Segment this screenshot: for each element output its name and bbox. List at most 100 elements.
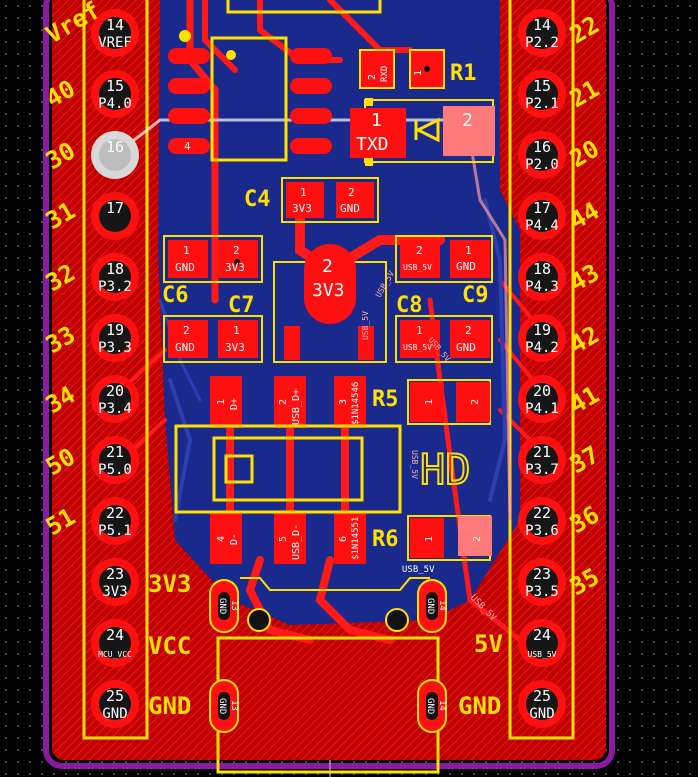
- left-pin-number: 25: [106, 687, 124, 705]
- c9-capacitor[interactable]: 1 GND 2 GND C9: [450, 244, 490, 358]
- hd-label: HD: [420, 445, 471, 494]
- left-pin-16[interactable]: 16: [91, 131, 139, 179]
- svg-text:D+: D+: [229, 398, 240, 410]
- c4-refdes: C4: [244, 187, 271, 212]
- svg-text:1: 1: [424, 536, 435, 542]
- left-pin-number: 17: [106, 199, 124, 217]
- left-pin-net: 3V3: [102, 584, 127, 600]
- svg-text:2: 2: [233, 244, 240, 257]
- led-pad-2-highlight[interactable]: [443, 106, 495, 156]
- right-pin-net: P3.5: [525, 584, 559, 600]
- top-component-silk: [226, 0, 382, 14]
- highlight-trace[interactable]: [468, 139, 512, 521]
- c8-capacitor[interactable]: 2 USB_5V 1 USB_5V C8: [395, 235, 493, 363]
- ic-pad-4[interactable]: [168, 138, 210, 154]
- svg-text:1: 1: [416, 324, 423, 337]
- right-pin-number: 17: [533, 199, 551, 217]
- c8-refdes: C8: [396, 293, 423, 318]
- right-pin-net: GND: [529, 706, 554, 722]
- regulator[interactable]: 2 3V3: [273, 244, 387, 363]
- right-pin-number: 14: [533, 16, 551, 34]
- ic-silk-outline: [210, 36, 288, 162]
- r6-resistor[interactable]: 1 2 USB_5V R6: [372, 515, 492, 575]
- svg-text:13: 13: [229, 700, 239, 711]
- svg-text:USB_5V: USB_5V: [403, 343, 432, 352]
- usb-switch[interactable]: 1 D+ 2 USB_D+ 3 $1N14546 4 D- 5 USB_D- 6…: [210, 376, 366, 564]
- r6-refdes: R6: [372, 527, 399, 552]
- r1-refdes: R1: [450, 61, 477, 86]
- c4-capacitor[interactable]: 1 3V3 2 GND C4: [244, 177, 379, 223]
- right-pin-net: P2.2: [525, 35, 559, 51]
- left-pin-net: P4.0: [98, 96, 132, 112]
- left-pin-number: 22: [106, 504, 124, 522]
- led-txd[interactable]: 1 TXD 2: [350, 98, 495, 166]
- svg-text:1: 1: [371, 110, 382, 131]
- c7-refdes: C7: [228, 293, 255, 318]
- svg-text:USB_5V: USB_5V: [410, 450, 419, 479]
- right-pin-number: 23: [533, 565, 551, 583]
- svg-text:GND: GND: [456, 341, 476, 354]
- svg-text:2: 2: [462, 110, 473, 131]
- silk-gnd-left: GND: [148, 692, 191, 720]
- left-pin-net: GND: [102, 706, 127, 722]
- r5-resistor[interactable]: 1 2 R5: [372, 379, 491, 425]
- silk-5v: 5V: [474, 630, 503, 658]
- right-pin-net: P4.2: [525, 340, 559, 356]
- svg-text:3V3: 3V3: [225, 261, 245, 274]
- svg-text:USB_5V: USB_5V: [402, 565, 435, 575]
- svg-text:2: 2: [470, 399, 481, 405]
- svg-text:4: 4: [216, 536, 227, 542]
- right-pin-net: P4.3: [525, 279, 559, 295]
- right-pin-net: P3.6: [525, 523, 559, 539]
- right-pin-number: 20: [533, 382, 551, 400]
- left-pin-net: P3.4: [98, 401, 132, 417]
- ic-pin4-label: 4: [184, 140, 191, 153]
- svg-text:1: 1: [424, 399, 435, 405]
- bottom-traces: [158, 198, 508, 522]
- right-pin-number: 16: [533, 138, 551, 156]
- right-pin-net: P3.7: [525, 462, 559, 478]
- svg-text:13: 13: [229, 600, 239, 611]
- svg-text:USB_D+: USB_D+: [291, 389, 302, 425]
- left-pin-net: MCU_VCC: [98, 650, 132, 659]
- ic-soic[interactable]: 4: [168, 30, 332, 162]
- left-pin-17[interactable]: 17: [91, 192, 139, 240]
- svg-text:2: 2: [465, 324, 472, 337]
- svg-text:6: 6: [338, 536, 349, 542]
- left-pin-number: 15: [106, 77, 124, 95]
- c6-capacitor[interactable]: 1 GND 2 3V3 C6: [162, 235, 263, 308]
- board-outline: [43, 0, 615, 769]
- svg-text:1: 1: [300, 186, 307, 199]
- r1-resistor[interactable]: 2 RXD 1 R1: [359, 49, 477, 89]
- c7-capacitor[interactable]: 2 GND 1 3V3 C7: [163, 293, 263, 363]
- svg-text:2: 2: [472, 536, 483, 542]
- usb-connector[interactable]: 13 GND 14 GND 13 GND 14 GND: [209, 577, 447, 777]
- left-pin-number: 23: [106, 565, 124, 583]
- svg-text:USB_5V: USB_5V: [361, 311, 370, 340]
- right-pin-header: 14P2.215P2.116P2.017P4.418P4.319P4.220P4…: [518, 9, 566, 728]
